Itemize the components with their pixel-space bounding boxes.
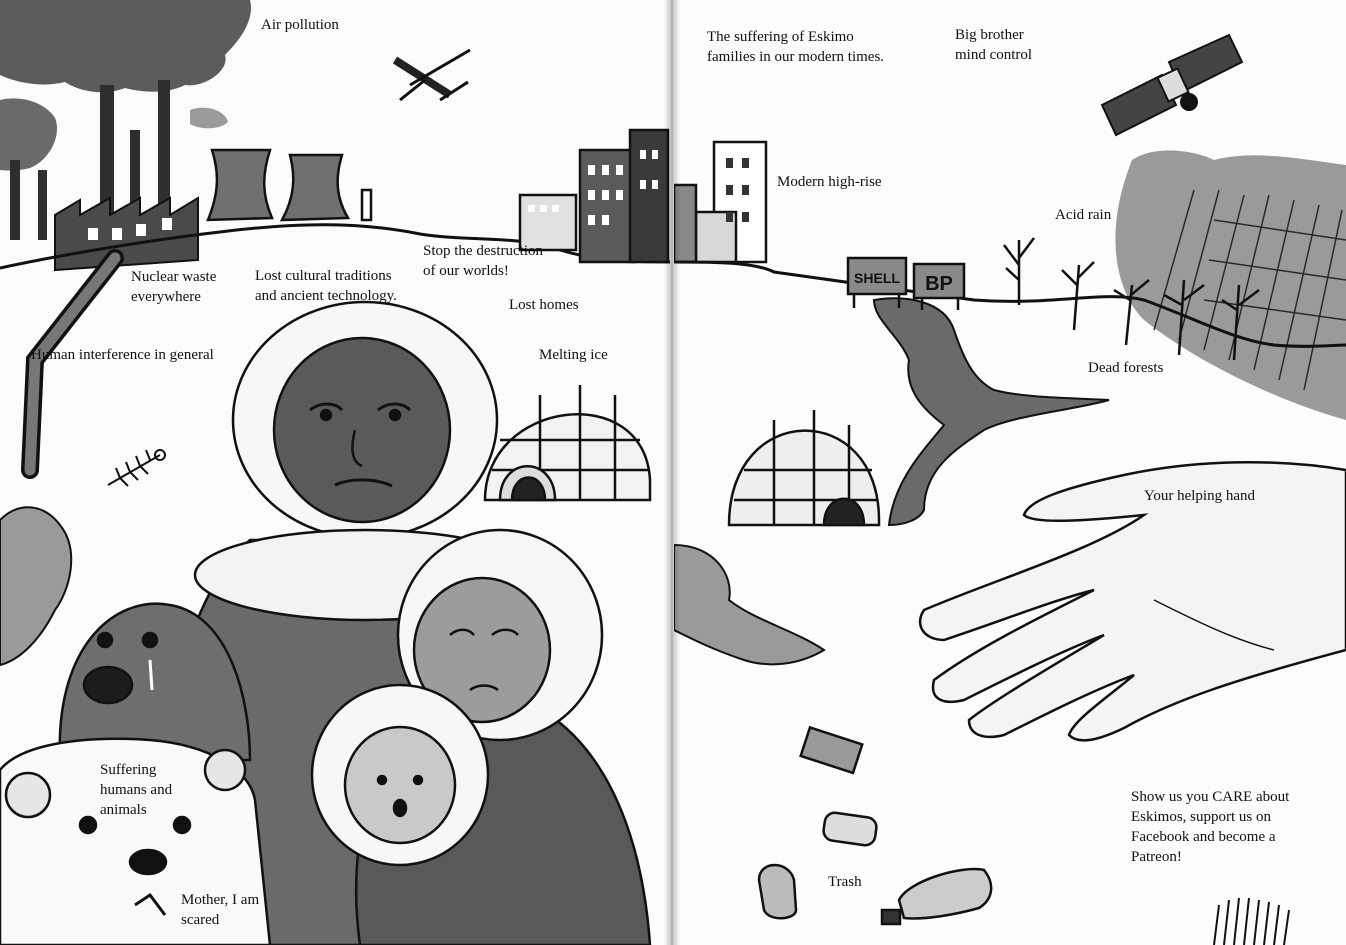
caption-patreon: Show us you CARE about Eskimos, support … xyxy=(1131,789,1290,865)
caption-nuclear-waste: Nuclear waste everywhere xyxy=(131,269,217,305)
caption-stop-destruction: Stop the destruction of our worlds! xyxy=(423,243,543,279)
rain-hatching xyxy=(1153,189,1346,391)
trash-items xyxy=(757,725,993,926)
dead-trees xyxy=(1003,237,1260,361)
small-igloo xyxy=(727,410,881,527)
seal-figure xyxy=(58,602,252,762)
caption-helping-hand: Your helping hand xyxy=(1144,488,1255,504)
polar-bear-figure xyxy=(0,737,272,945)
factory xyxy=(10,80,199,272)
right-horizon-line xyxy=(674,260,1346,348)
airplane xyxy=(392,48,471,102)
satellite-icon xyxy=(1100,33,1244,137)
city-buildings xyxy=(518,128,670,264)
caption-modern-highrise: Modern high-rise xyxy=(777,174,882,190)
smoke-clouds xyxy=(0,0,251,171)
hatching-bottom-right xyxy=(1213,897,1290,945)
sign-shell: SHELL xyxy=(854,270,900,286)
caption-air-pollution: Air pollution xyxy=(261,17,339,33)
acid-rain-cloud xyxy=(1115,150,1346,420)
caption-acid-rain: Acid rain xyxy=(1055,207,1112,223)
high-rise-building xyxy=(674,140,768,264)
right-page-illustration: SHELL BP xyxy=(674,33,1346,945)
baby-figure xyxy=(310,683,490,867)
caption-big-brother: Big brother mind control xyxy=(955,27,1033,63)
caption-eskimo-families: The suffering of Eskimo families in our … xyxy=(707,29,885,65)
waste-pipe xyxy=(21,249,124,479)
page-gutter xyxy=(664,0,680,945)
caption-human-interference: Human interference in general xyxy=(31,347,214,363)
helping-hand xyxy=(918,460,1346,742)
fish-skeleton-icon xyxy=(107,449,166,487)
sign-bp: BP xyxy=(925,273,953,295)
left-page-illustration xyxy=(0,0,670,945)
oil-company-signs xyxy=(846,256,966,310)
cooling-towers xyxy=(206,148,373,222)
right-page: SHELL BP xyxy=(674,0,1346,945)
caption-lost-traditions: Lost cultural traditions and ancient tec… xyxy=(255,268,397,304)
caption-lost-homes: Lost homes xyxy=(509,297,579,313)
caption-trash: Trash xyxy=(828,874,862,890)
oil-spill xyxy=(872,297,1110,527)
caption-melting-ice: Melting ice xyxy=(539,347,608,363)
toxic-spill xyxy=(0,506,73,667)
caption-suffering: Suffering humans and animals xyxy=(100,762,173,818)
left-page: Air pollution Nuclear waste everywhere L… xyxy=(0,0,670,945)
caption-mother-scared: Mother, I am scared xyxy=(181,892,260,928)
caption-dead-forests: Dead forests xyxy=(1088,360,1164,376)
igloo xyxy=(483,385,652,502)
ground-wash xyxy=(674,543,826,666)
